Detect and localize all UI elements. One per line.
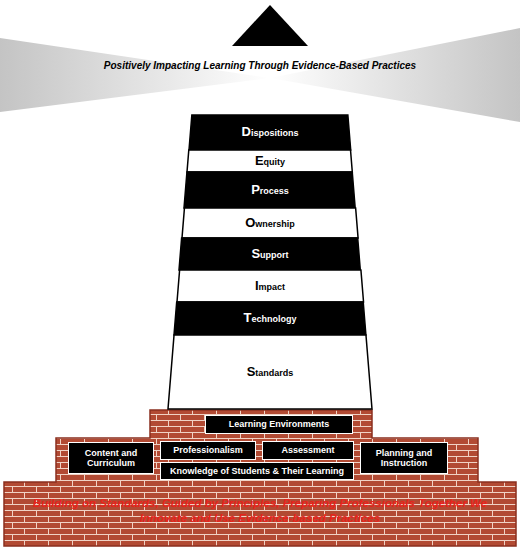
foundation-box: Professionalism (160, 441, 256, 460)
foundation-box: Planning and Instruction (360, 442, 448, 474)
dispositions-band: Dispositions (189, 115, 351, 150)
band-label: Technology (244, 311, 297, 326)
band-outline (189, 115, 351, 150)
foundation-box: Knowledge of Students & Their Learning (160, 462, 354, 480)
technology-band: Technology (174, 302, 366, 335)
band-outline (168, 335, 372, 409)
band-label: Ownership (245, 216, 295, 231)
box-label: Content and Curriculum (72, 448, 150, 469)
band-label: Equity (255, 154, 285, 169)
band-label: Standards (247, 365, 294, 380)
foundation-box: Content and Curriculum (68, 442, 154, 474)
box-label: Knowledge of Students & Their Learning (170, 466, 344, 476)
band-label: Process (251, 183, 289, 198)
band-outline (177, 270, 364, 302)
band-outline (184, 172, 355, 208)
band-outline (187, 150, 352, 172)
band-outline (179, 238, 360, 270)
brick-base (4, 410, 516, 546)
impact-band: Impact (177, 270, 364, 302)
light-beam (0, 38, 270, 112)
equity-band: Equity (187, 150, 352, 172)
standards-band: Standards (168, 335, 372, 409)
band-outline (182, 208, 358, 238)
support-band: Support (179, 238, 360, 270)
ownership-band: Ownership (182, 208, 358, 238)
box-label: Building on Standards, Guided by Princip… (30, 496, 490, 526)
box-label: Learning Environments (229, 419, 330, 429)
foundation-box: Assessment (262, 441, 354, 460)
band-label: Dispositions (242, 125, 299, 140)
box-label: Professionalism (173, 445, 243, 455)
process-band: Process (184, 172, 355, 208)
foundation-box: Learning Environments (205, 415, 353, 434)
box-label: Assessment (281, 445, 334, 455)
band-label: Support (251, 247, 288, 262)
lighthouse-roof (232, 5, 308, 46)
light-beam (270, 28, 520, 122)
headline-label: Positively Impacting Learning Through Ev… (10, 60, 510, 71)
foundation-banner: Building on Standards, Guided by Princip… (30, 489, 490, 533)
band-label: Impact (255, 279, 285, 294)
band-outline (174, 302, 366, 335)
box-label: Planning and Instruction (364, 448, 444, 469)
